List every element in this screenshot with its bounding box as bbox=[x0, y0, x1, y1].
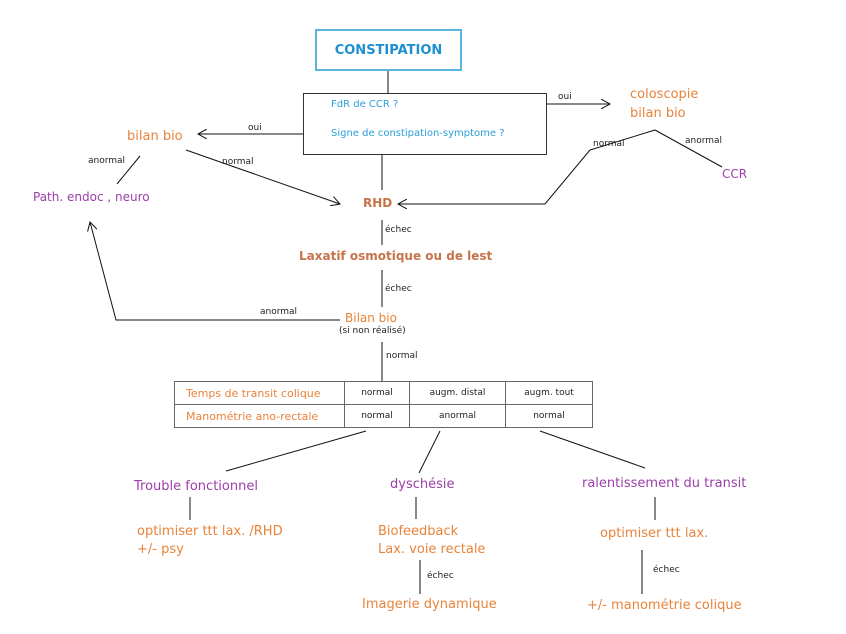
label-echec-4: échec bbox=[653, 565, 680, 575]
node-biofeedback: Biofeedback bbox=[378, 524, 459, 539]
node-imagerie-dynamique: Imagerie dynamique bbox=[362, 597, 497, 612]
table-row-header: Temps de transit colique bbox=[174, 381, 345, 405]
edge-bilanbio-to-path-endoc bbox=[116, 155, 141, 185]
node-optimiser-lax: optimiser ttt lax. bbox=[600, 526, 709, 541]
table-row: Manométrie ano-rectale normal anormal no… bbox=[174, 404, 593, 428]
label-normal-right: normal bbox=[593, 139, 625, 149]
node-rhd: RHD bbox=[363, 196, 393, 210]
edge-coloscopie-normal-to-rhd bbox=[398, 149, 591, 204]
node-laxatif: Laxatif osmotique ou de lest bbox=[299, 249, 493, 263]
node-lax-voie-rectale: Lax. voie rectale bbox=[378, 542, 486, 557]
edge-table-to-trouble bbox=[225, 430, 367, 472]
node-bilan-bio-left: bilan bio bbox=[127, 129, 183, 144]
title-box: CONSTIPATION bbox=[315, 29, 462, 71]
label-echec-3: échec bbox=[427, 571, 454, 581]
node-psy: +/- psy bbox=[137, 542, 184, 557]
edge-coloscopie-fork-right bbox=[654, 129, 723, 168]
results-table: Temps de transit colique normal augm. di… bbox=[174, 381, 593, 428]
edge-table-to-dyschesie bbox=[418, 430, 441, 474]
label-oui-right: oui bbox=[558, 92, 572, 102]
node-dyschesie: dyschésie bbox=[390, 477, 455, 492]
node-bilan-bio-right: bilan bio bbox=[630, 106, 686, 121]
node-path-endoc-neuro: Path. endoc , neuro bbox=[33, 190, 150, 204]
node-trouble-fonctionnel: Trouble fonctionnel bbox=[134, 479, 258, 494]
label-anormal-center: anormal bbox=[260, 307, 298, 317]
table-row-header: Manométrie ano-rectale bbox=[174, 404, 345, 428]
node-si-non-realise: (si non réalisé) bbox=[339, 326, 406, 336]
node-bilan-bio-center: Bilan bio bbox=[345, 311, 397, 325]
edge-table-to-ralentissement bbox=[539, 430, 646, 469]
edge-bilanbio-to-rhd bbox=[185, 149, 340, 204]
question-fdr-ccr: FdR de CCR ? bbox=[331, 99, 399, 110]
node-manometrie-colique: +/- manométrie colique bbox=[587, 598, 742, 613]
label-oui-left: oui bbox=[248, 123, 262, 133]
node-ralentissement: ralentissement du transit bbox=[582, 476, 747, 491]
table-cell: anormal bbox=[409, 404, 506, 428]
label-normal-left: normal bbox=[222, 157, 254, 167]
edge-coloscopie-fork-left bbox=[589, 129, 656, 151]
label-anormal-left: anormal bbox=[88, 156, 126, 166]
node-ccr: CCR bbox=[722, 167, 748, 181]
edge-bilanbio-anormal-to-path-endoc bbox=[90, 222, 340, 321]
table-cell: augm. tout bbox=[505, 381, 593, 405]
table-cell: normal bbox=[344, 381, 410, 405]
question-signe-constipation: Signe de constipation-symptome ? bbox=[331, 128, 505, 139]
label-echec-2: échec bbox=[385, 284, 412, 294]
questions-box bbox=[303, 93, 547, 155]
node-coloscopie: coloscopie bbox=[630, 87, 699, 102]
label-normal-center: normal bbox=[386, 351, 418, 361]
title-text: CONSTIPATION bbox=[334, 42, 443, 58]
table-cell: augm. distal bbox=[409, 381, 506, 405]
table-row: Temps de transit colique normal augm. di… bbox=[174, 381, 593, 405]
label-anormal-right: anormal bbox=[685, 136, 723, 146]
table-cell: normal bbox=[505, 404, 593, 428]
label-echec-1: échec bbox=[385, 225, 412, 235]
node-optimiser-lax-rhd: optimiser ttt lax. /RHD bbox=[137, 524, 283, 539]
table-cell: normal bbox=[344, 404, 410, 428]
